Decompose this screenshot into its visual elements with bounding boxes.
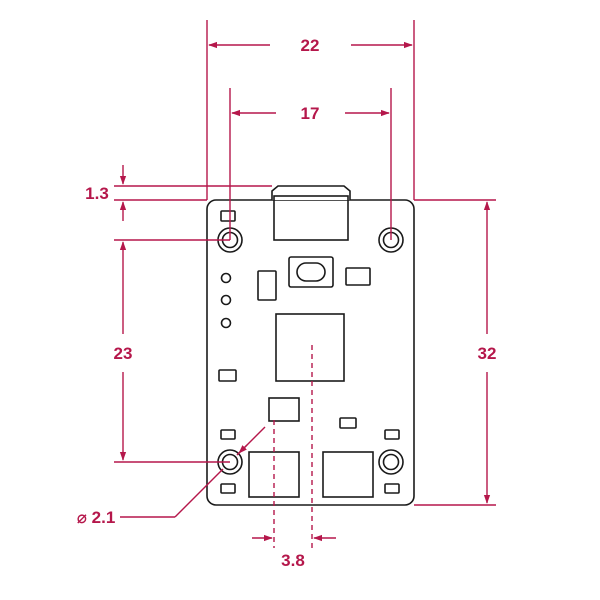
label-hole-spacing-x: 17: [301, 104, 320, 123]
led-small-component: [218, 369, 237, 382]
dim-hole-spacing-x: [229, 88, 392, 240]
dimension-labels: 22 17 1.3 23 32 ⌀ 2.1 3.8: [77, 36, 497, 570]
pad-top-left: [220, 210, 236, 222]
capacitor-component: [345, 267, 371, 286]
dim-hole-spacing-y: [114, 239, 230, 463]
pad-bottom-right-upper: [384, 429, 400, 440]
dimensions: [114, 20, 496, 548]
label-connector-offset: 1.3: [85, 184, 109, 203]
microcontroller-chip: [275, 313, 345, 382]
bottom-pad-right: [322, 451, 374, 498]
crystal-oscillator: [288, 256, 334, 288]
small-ic: [268, 397, 300, 422]
dim-overall-width: [206, 20, 415, 200]
dim-hole-diameter-leader: [120, 426, 266, 518]
pad-bottom-right-lower: [384, 483, 400, 494]
led-3: [220, 317, 232, 329]
mounting-hole-bottom-right: [378, 449, 404, 475]
pad-bottom-left-lower: [220, 483, 236, 494]
pad-bottom-left-upper: [220, 429, 236, 440]
board: [206, 185, 415, 506]
resistor-component: [257, 270, 277, 301]
label-overall-height: 32: [478, 344, 497, 363]
board-outline: [206, 199, 415, 506]
dim-center-offset: [252, 345, 336, 548]
label-hole-spacing-y: 23: [114, 344, 133, 363]
usb-connector: [271, 185, 351, 200]
label-center-offset: 3.8: [281, 551, 305, 570]
led-2: [220, 294, 232, 306]
label-hole-diameter: ⌀ 2.1: [77, 508, 116, 527]
small-resistor: [339, 417, 357, 429]
dim-connector-offset: [114, 165, 272, 221]
label-overall-width: 22: [301, 36, 320, 55]
usb-connector-body: [273, 195, 349, 241]
dim-overall-height: [414, 199, 496, 506]
led-1: [220, 272, 232, 284]
